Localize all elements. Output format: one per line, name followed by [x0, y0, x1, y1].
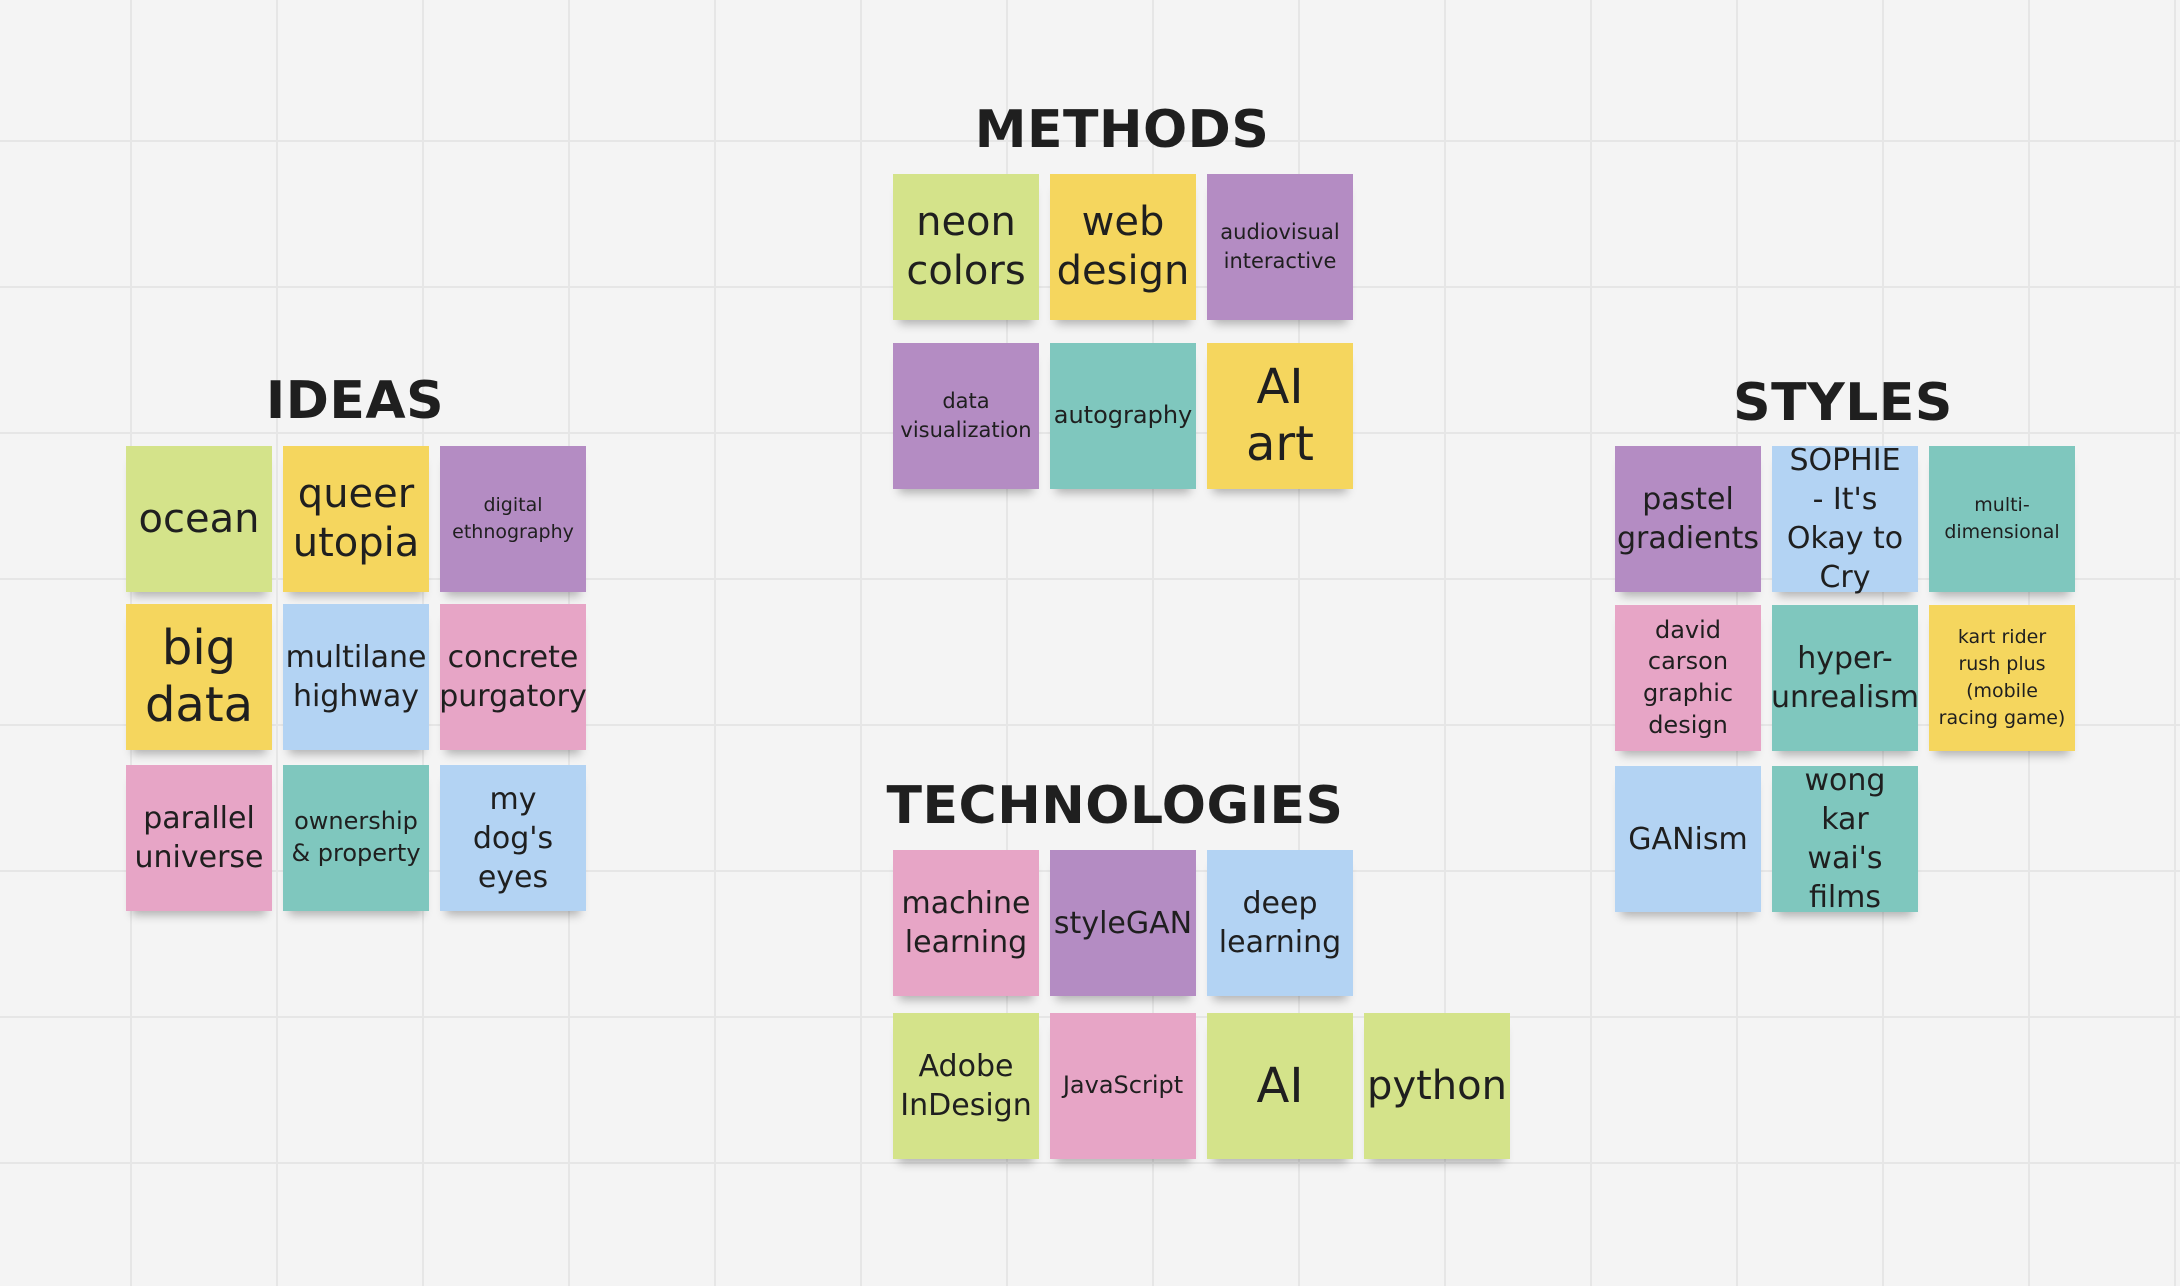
sticky-note[interactable]: kart rider rush plus (mobile racing game…	[1929, 605, 2075, 751]
sticky-note[interactable]: SOPHIE - It's Okay to Cry	[1772, 443, 1918, 595]
sticky-note-text: concrete purgatory	[439, 640, 587, 714]
sticky-note-text: my dog's eyes	[472, 781, 554, 895]
sticky-note-text: digital ethnography	[452, 494, 574, 543]
sticky-note-text: pastel gradients	[1617, 482, 1760, 556]
sticky-note[interactable]: styleGAN	[1050, 850, 1196, 996]
sticky-note-text: neon colors	[906, 199, 1026, 294]
sticky-note-text: kart rider rush plus (mobile racing game…	[1938, 626, 2066, 729]
sticky-note[interactable]: neon colors	[893, 174, 1039, 320]
sticky-note[interactable]: data visualization	[893, 343, 1039, 489]
sticky-note[interactable]: web design	[1050, 174, 1196, 320]
sticky-note-text: styleGAN	[1053, 905, 1193, 941]
sticky-note[interactable]: AI	[1207, 1013, 1353, 1159]
sticky-note[interactable]: queer utopia	[283, 446, 429, 592]
sticky-note[interactable]: AI art	[1207, 343, 1353, 489]
sticky-note-text: web design	[1056, 199, 1190, 294]
sticky-note-text: python	[1367, 1062, 1507, 1109]
sticky-note[interactable]: GANism	[1615, 766, 1761, 912]
sticky-note[interactable]: ownership & property	[283, 765, 429, 911]
sticky-note[interactable]: concrete purgatory	[439, 604, 587, 750]
sticky-note[interactable]: multi-dimensional	[1929, 446, 2075, 592]
sticky-note-text: parallel universe	[134, 801, 264, 875]
sticky-note[interactable]: big data	[126, 604, 272, 750]
sticky-note[interactable]: ocean	[126, 446, 272, 592]
sticky-note[interactable]: python	[1364, 1013, 1510, 1159]
sticky-note-text: hyper-unrealism	[1770, 641, 1920, 715]
sticky-note-text: big data	[144, 620, 254, 733]
sticky-note-text: JavaScript	[1062, 1071, 1184, 1100]
sticky-note[interactable]: digital ethnography	[440, 446, 586, 592]
sticky-note-text: Adobe InDesign	[900, 1049, 1032, 1123]
heading-styles[interactable]: STYLES	[1733, 373, 1953, 433]
sticky-note[interactable]: JavaScript	[1050, 1013, 1196, 1159]
sticky-note-text: data visualization	[900, 388, 1032, 442]
sticky-note-text: autography	[1053, 401, 1193, 430]
sticky-note-text: machine learning	[901, 886, 1031, 960]
sticky-note-text: AI art	[1246, 359, 1314, 472]
sticky-note[interactable]: hyper-unrealism	[1770, 605, 1920, 751]
sticky-note-text: multi-dimensional	[1944, 494, 2060, 543]
sticky-note[interactable]: david carson graphic design	[1615, 605, 1761, 751]
sticky-note[interactable]: Adobe InDesign	[893, 1013, 1039, 1159]
heading-technologies[interactable]: TECHNOLOGIES	[886, 776, 1344, 836]
sticky-note-text: audiovisual interactive	[1220, 219, 1340, 273]
sticky-note[interactable]: autography	[1050, 343, 1196, 489]
sticky-note-text: deep learning	[1218, 886, 1342, 960]
sticky-note-text: SOPHIE - It's Okay to Cry	[1786, 443, 1904, 595]
sticky-note-text: david carson graphic design	[1642, 615, 1734, 739]
sticky-note-text: queer utopia	[292, 471, 420, 566]
sticky-note-text: GANism	[1628, 821, 1748, 857]
sticky-note-text: ownership & property	[291, 807, 421, 867]
sticky-note[interactable]: pastel gradients	[1615, 446, 1761, 592]
sticky-note[interactable]: wong kar wai's films	[1772, 763, 1918, 915]
sticky-note[interactable]: my dog's eyes	[440, 765, 586, 911]
heading-methods[interactable]: METHODS	[974, 100, 1270, 160]
sticky-note[interactable]: machine learning	[893, 850, 1039, 996]
sticky-note-text: ocean	[138, 495, 260, 542]
sticky-note[interactable]: audiovisual interactive	[1207, 174, 1353, 320]
sticky-note-text: AI	[1256, 1057, 1304, 1114]
heading-ideas[interactable]: IDEAS	[265, 371, 445, 431]
sticky-note-text: wong kar wai's films	[1804, 763, 1886, 915]
sticky-note[interactable]: multilane highway	[283, 604, 429, 750]
sticky-note[interactable]: parallel universe	[126, 765, 272, 911]
sticky-note-text: multilane highway	[285, 640, 427, 714]
sticky-note[interactable]: deep learning	[1207, 850, 1353, 996]
